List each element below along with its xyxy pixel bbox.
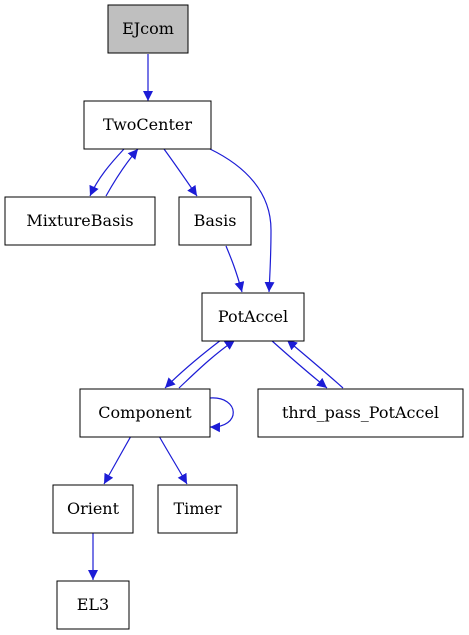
edge-component-self-loop[interactable]: [209, 397, 234, 433]
node-basis-label: Basis: [194, 211, 237, 230]
node-el3[interactable]: EL3: [56, 580, 130, 630]
node-el3-label: EL3: [77, 595, 109, 614]
edge-basis-to-potaccel[interactable]: [225, 245, 245, 293]
edge-twocenter-to-basis[interactable]: [163, 148, 198, 197]
node-potaccel[interactable]: PotAccel: [201, 292, 305, 342]
node-orient[interactable]: Orient: [52, 484, 134, 534]
edge-thrd-pass-potaccel-to-potaccel[interactable]: [286, 339, 344, 389]
edge-potaccel-to-component[interactable]: [164, 339, 222, 389]
edge-component-to-orient[interactable]: [103, 435, 132, 485]
node-potaccel-label: PotAccel: [218, 307, 288, 326]
node-ejcom[interactable]: EJcom: [107, 4, 189, 54]
edge-twocenter-to-potaccel[interactable]: [209, 148, 275, 293]
node-ejcom-label: EJcom: [122, 19, 174, 38]
node-basis[interactable]: Basis: [178, 196, 252, 246]
edge-component-to-potaccel[interactable]: [178, 339, 236, 389]
node-twocenter-label: TwoCenter: [103, 115, 192, 134]
node-timer[interactable]: Timer: [157, 484, 238, 534]
node-twocenter[interactable]: TwoCenter: [83, 100, 212, 150]
edge-component-to-timer[interactable]: [158, 435, 188, 485]
edge-mixturebasis-to-twocenter[interactable]: [105, 148, 139, 197]
edge-twocenter-to-mixturebasis[interactable]: [89, 148, 125, 197]
edges: [88, 54, 344, 580]
node-component-label: Component: [98, 403, 192, 422]
node-mixturebasis[interactable]: MixtureBasis: [4, 196, 156, 246]
node-orient-label: Orient: [67, 499, 120, 518]
node-thrd-pass-potaccel[interactable]: thrd_pass_PotAccel: [257, 388, 464, 438]
node-component[interactable]: Component: [79, 388, 211, 438]
node-timer-label: Timer: [173, 499, 221, 518]
edge-potaccel-to-thrd-pass-potaccel[interactable]: [270, 339, 328, 389]
node-thrd-pass-potaccel-label: thrd_pass_PotAccel: [282, 403, 439, 422]
node-mixturebasis-label: MixtureBasis: [26, 211, 133, 230]
